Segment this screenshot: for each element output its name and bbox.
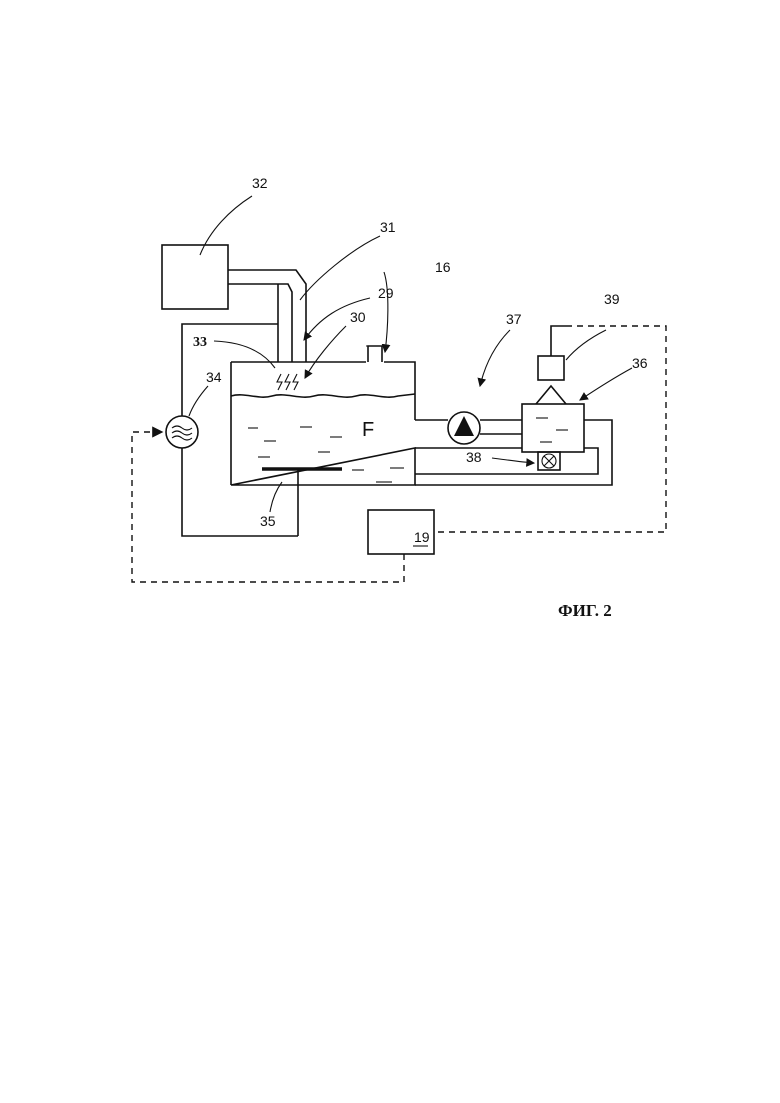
valve-38-icon — [538, 452, 560, 470]
figure-caption: ФИГ. 2 — [558, 601, 612, 620]
control-line-generator — [132, 432, 404, 582]
pipe-31 — [228, 270, 306, 362]
sensor-39-box — [538, 356, 564, 380]
label-31: 31 — [380, 219, 396, 235]
sensor-39-lead — [551, 326, 566, 356]
label-16: 16 — [435, 259, 451, 275]
label-39: 39 — [604, 291, 620, 307]
label-32: 32 — [252, 175, 268, 191]
label-34: 34 — [206, 369, 222, 385]
label-30: 30 — [350, 309, 366, 325]
unit-36-box — [522, 386, 584, 452]
label-37: 37 — [506, 311, 522, 327]
label-35: 35 — [260, 513, 276, 529]
ionizer-lightning-icon — [277, 374, 298, 390]
tank-16 — [231, 346, 415, 485]
device-32-box — [162, 245, 228, 309]
pump-icon — [448, 412, 480, 444]
label-29: 29 — [378, 285, 394, 301]
circuit-loop-bottom — [182, 448, 298, 536]
liquid-surface — [231, 394, 415, 397]
fluid-label: F — [362, 419, 374, 441]
leader-lines — [189, 196, 632, 512]
label-33: 33 — [193, 335, 207, 350]
label-19: 19 — [414, 529, 430, 545]
generator-34 — [166, 416, 198, 448]
label-38: 38 — [466, 449, 482, 465]
label-36: 36 — [632, 355, 648, 371]
